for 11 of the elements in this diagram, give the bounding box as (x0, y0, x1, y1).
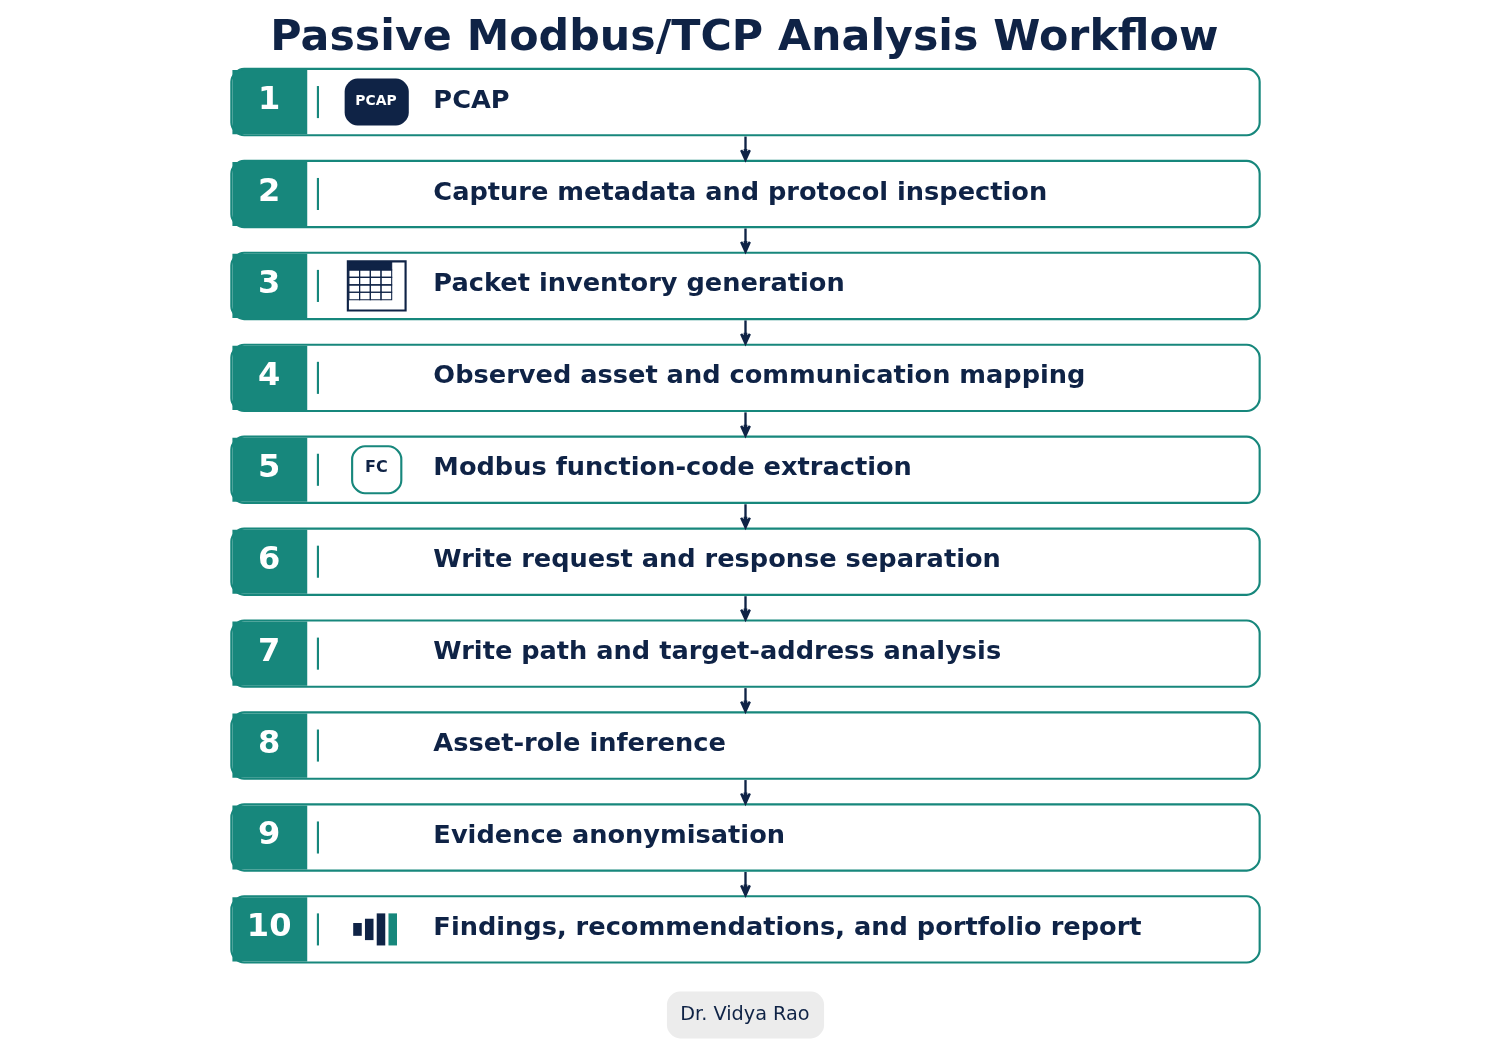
diagram-title: Passive Modbus/TCP Analysis Workflow (270, 9, 1219, 60)
arrow (740, 228, 751, 253)
arrow (740, 504, 751, 529)
arrow (740, 320, 751, 345)
arrow (740, 596, 751, 621)
arrow (740, 412, 751, 437)
arrow (740, 872, 751, 897)
arrow (740, 136, 751, 161)
arrow (740, 780, 751, 805)
label: Dr. Vidya Rao (680, 1001, 810, 1025)
arrow (740, 688, 751, 713)
